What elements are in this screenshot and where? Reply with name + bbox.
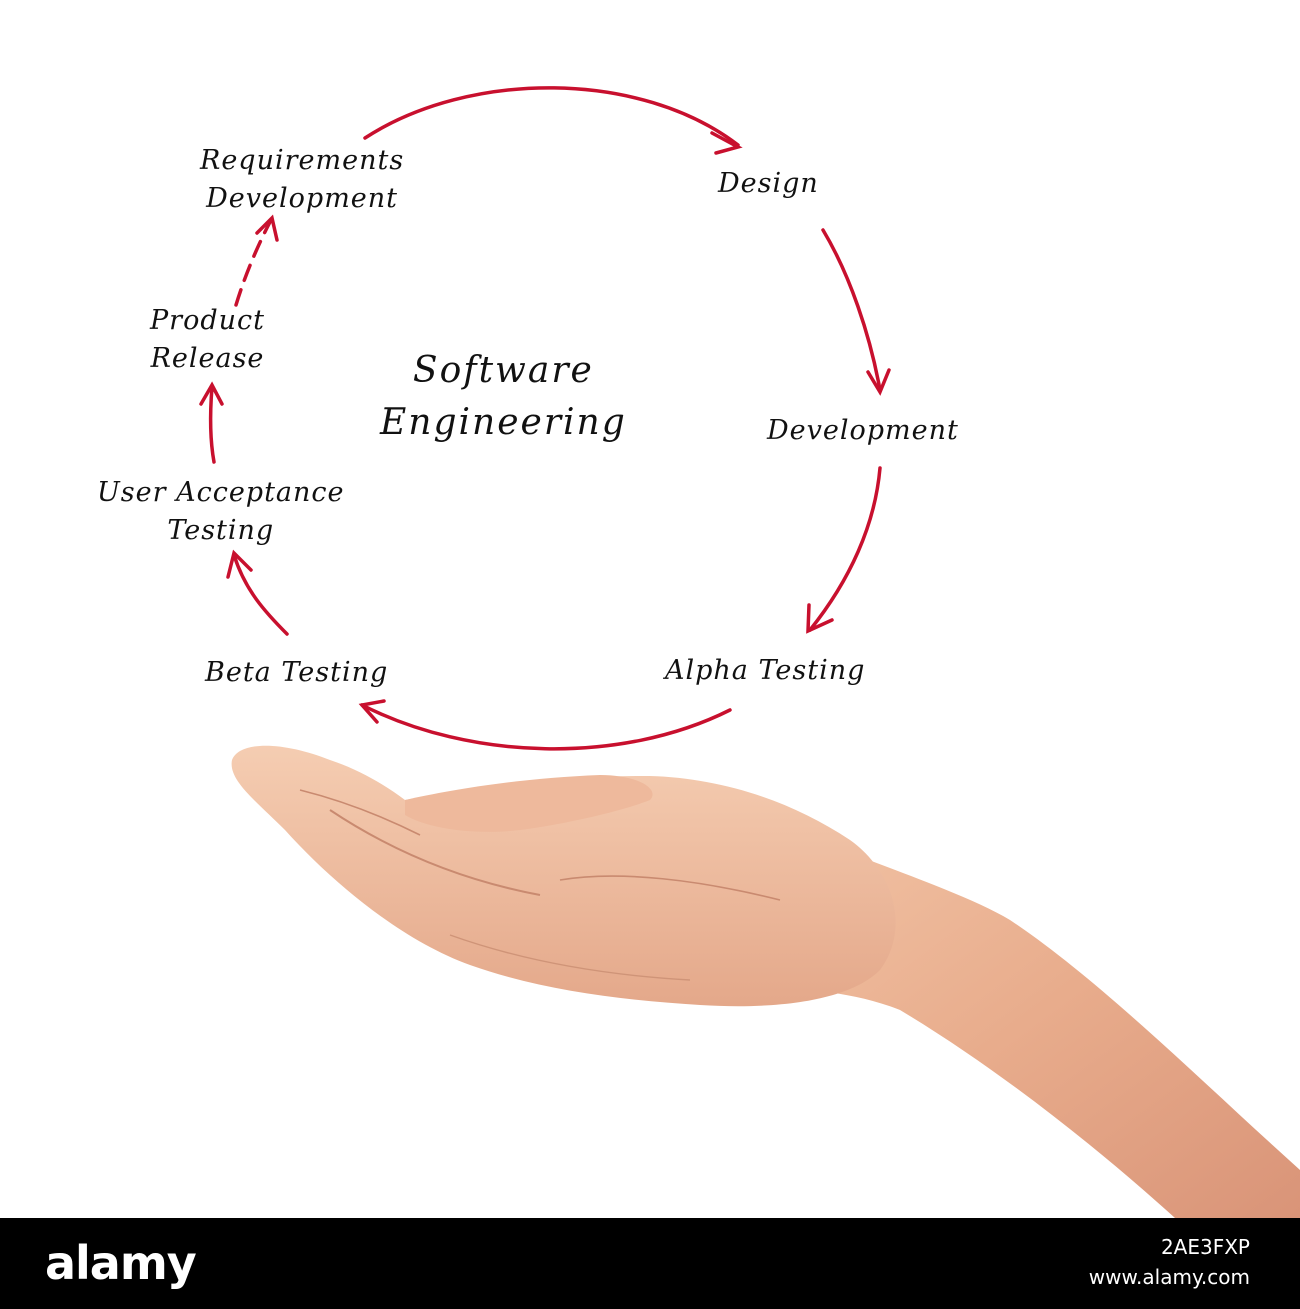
hand-illustration — [231, 745, 1300, 1218]
arrow-release-to-requirements — [234, 220, 272, 307]
site-url: www.alamy.com — [1088, 1265, 1250, 1289]
arrow-uat-to-release — [208, 385, 216, 464]
stage-design: Design — [718, 168, 819, 199]
arrowhead-uat — [226, 549, 253, 579]
arrowhead-development — [866, 368, 891, 396]
arrowhead-beta — [358, 699, 386, 724]
arrow-development-to-alpha — [808, 466, 882, 632]
arrow-requirements-to-design — [363, 86, 740, 147]
stage-alpha-testing: Alpha Testing — [665, 655, 866, 686]
stage-user-acceptance-testing: User Acceptance Testing — [97, 474, 345, 550]
diagram-title-line1: Software — [412, 350, 594, 391]
arrow-design-to-development — [821, 228, 882, 392]
stage-beta-testing: Beta Testing — [205, 657, 389, 688]
diagram-title: Software Engineering — [380, 345, 627, 449]
stage-uat-line2: Testing — [167, 515, 275, 546]
stage-requirements-line2: Development — [206, 183, 399, 214]
brand-logo: alamy — [45, 1236, 197, 1290]
stage-release-line2: Release — [150, 343, 265, 374]
watermark-bar — [0, 1218, 1300, 1309]
stage-requirements-line1: Requirements — [200, 145, 405, 176]
image-id: 2AE3FXP — [1160, 1235, 1250, 1259]
arrowhead-alpha — [806, 603, 834, 634]
arrowhead-release — [199, 381, 224, 406]
stage-requirements-development: Requirements Development — [200, 142, 404, 218]
stage-development: Development — [767, 415, 959, 446]
stock-info: 2AE3FXP www.alamy.com — [1089, 1232, 1250, 1292]
arrowhead-requirements — [255, 214, 279, 242]
diagram-title-line2: Engineering — [380, 402, 627, 443]
stage-product-release: Product Release — [150, 302, 265, 378]
arrow-alpha-to-beta — [360, 703, 732, 751]
arrow-beta-to-uat — [232, 553, 289, 636]
arrowhead-design — [710, 131, 743, 155]
stage-uat-line1: User Acceptance — [97, 477, 345, 508]
stage-release-line1: Product — [150, 305, 265, 336]
